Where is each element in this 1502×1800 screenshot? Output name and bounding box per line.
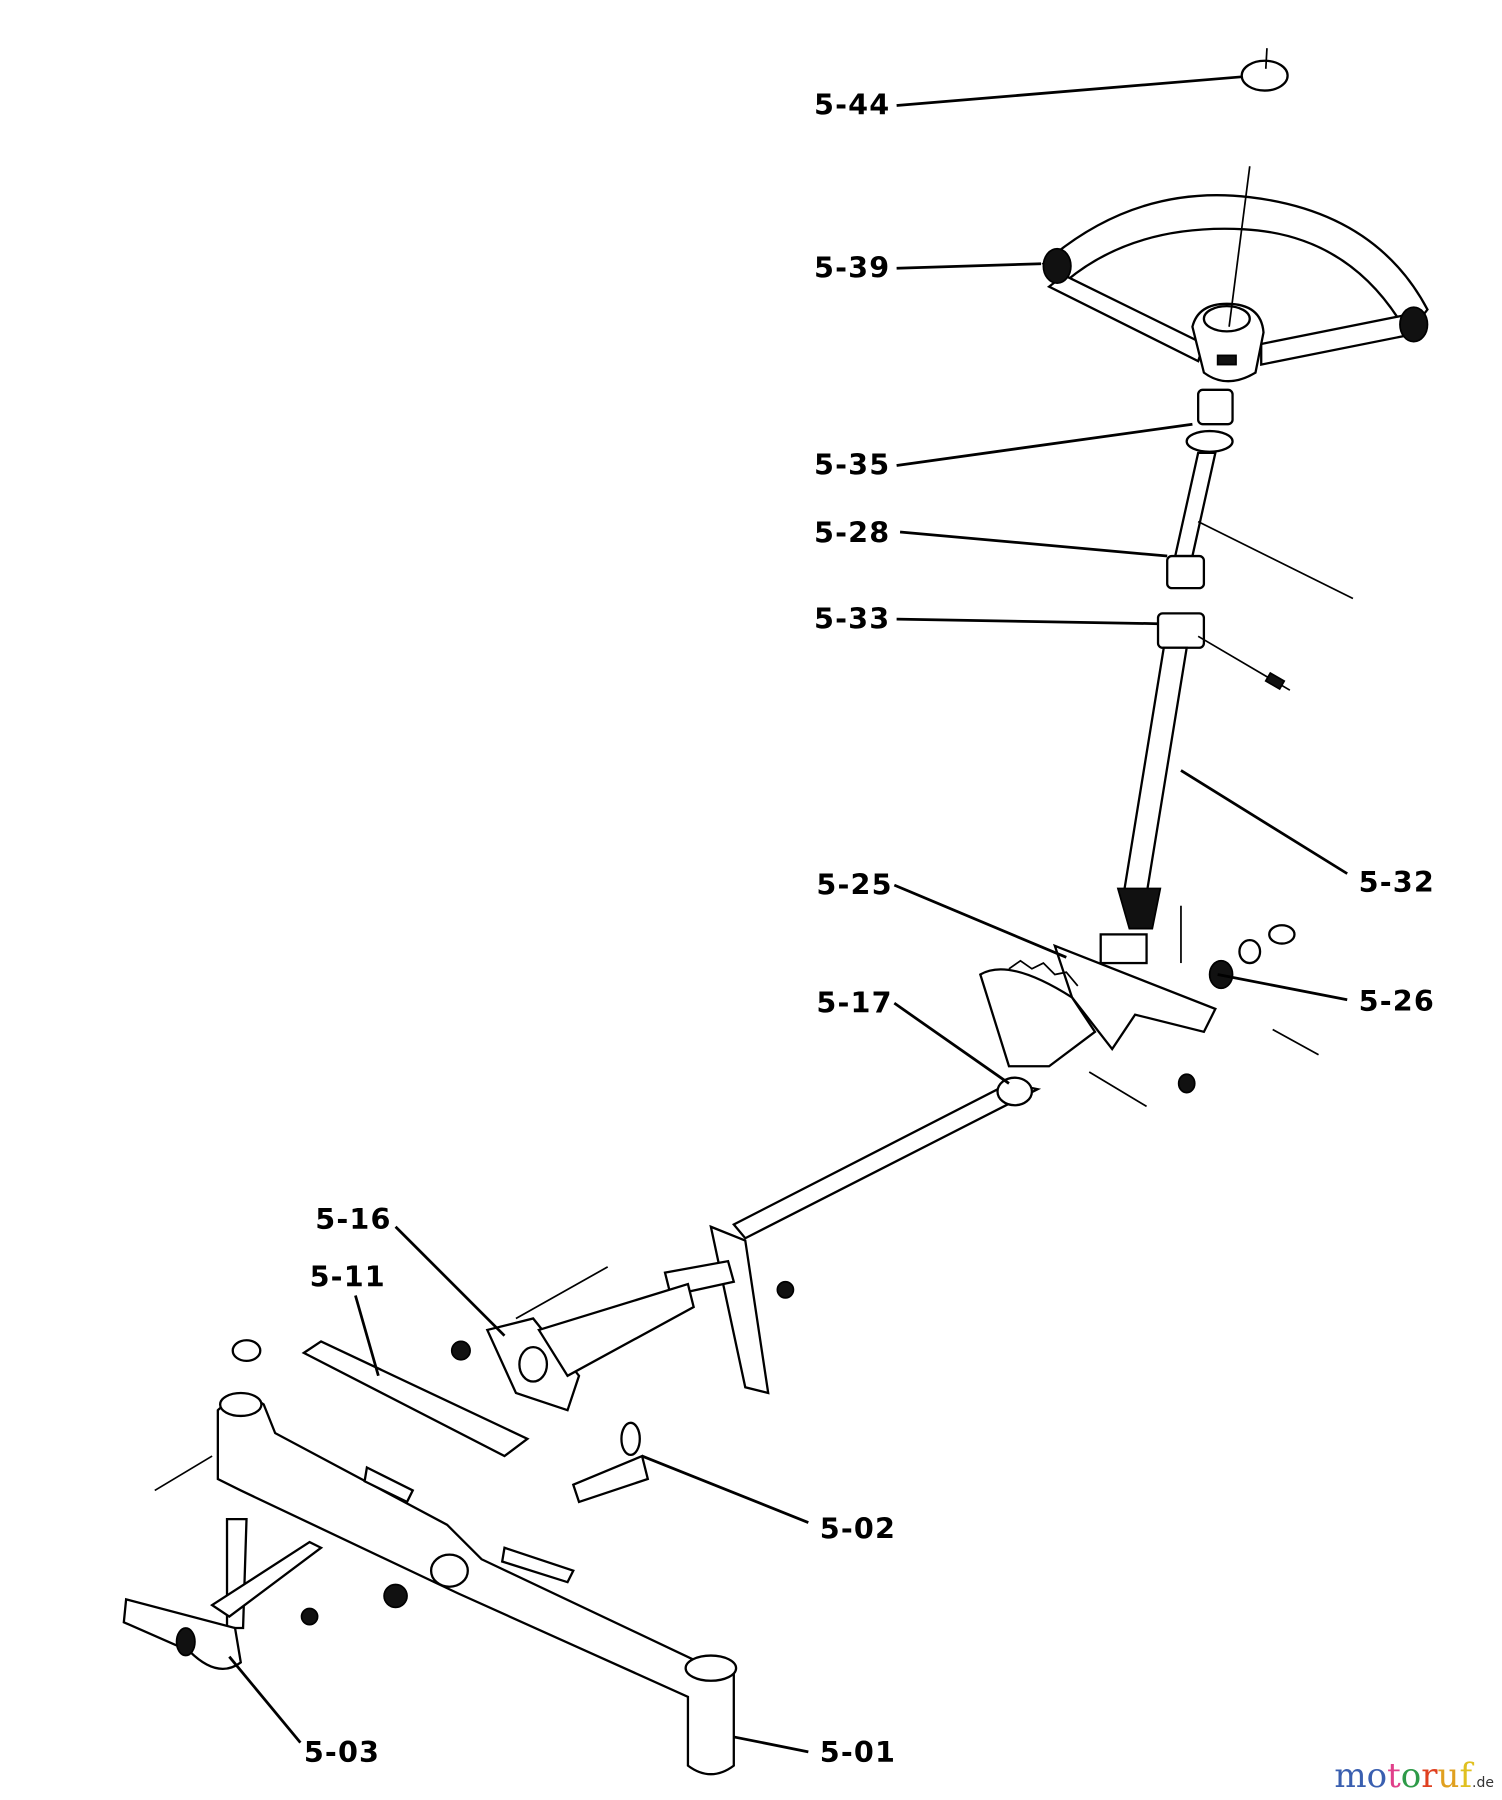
part-label-5-02: 5-02 xyxy=(820,1512,896,1546)
part-label-5-39: 5-39 xyxy=(814,250,890,284)
steering-wheel-part xyxy=(1041,166,1429,383)
pivot-plate-part xyxy=(450,1266,795,1412)
part-label-5-35: 5-35 xyxy=(814,448,890,482)
part-label-5-44: 5-44 xyxy=(814,88,890,122)
part-label-5-26: 5-26 xyxy=(1359,984,1435,1018)
part-label-5-17: 5-17 xyxy=(816,985,892,1019)
watermark-suffix: .de xyxy=(1472,1775,1494,1791)
motoruf-watermark-logo: motoruf.de xyxy=(1334,1756,1494,1796)
part-label-5-11: 5-11 xyxy=(310,1259,386,1293)
horn-cap-part xyxy=(1240,48,1289,92)
part-label-5-03: 5-03 xyxy=(304,1735,380,1769)
front-axle-part xyxy=(216,1340,738,1776)
part-label-5-16: 5-16 xyxy=(315,1202,391,1236)
part-label-5-25: 5-25 xyxy=(816,867,892,901)
steering-column-part xyxy=(1116,388,1354,930)
part-label-5-33: 5-33 xyxy=(814,601,890,635)
leader-lines xyxy=(228,75,1348,1754)
part-label-5-28: 5-28 xyxy=(814,515,890,549)
steering-gear-part xyxy=(978,905,1319,1108)
drag-link-part xyxy=(663,1076,1042,1395)
part-label-5-01: 5-01 xyxy=(820,1735,896,1769)
spindle-part xyxy=(122,1339,408,1671)
part-label-5-32: 5-32 xyxy=(1359,865,1435,899)
